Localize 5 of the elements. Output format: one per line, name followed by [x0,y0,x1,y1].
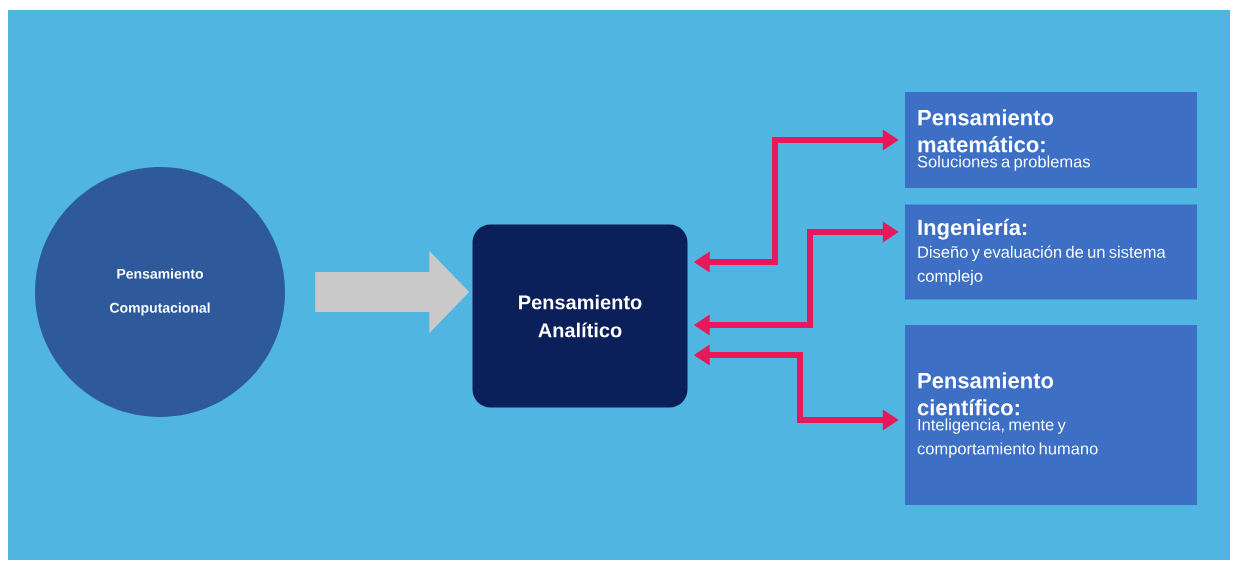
circle-node: Pensamiento Computacional [35,167,285,417]
text-panel: Ingeniería: Diseño y evaluación de un sistema complejo [905,204,1197,300]
text-panel: Pensamiento científico: Inteligencia, mente y comportamiento humano [905,325,1197,505]
text-panel: Pensamiento matemático: Soluciones a problemas [905,92,1197,188]
process-box: Pensamiento Analítico [472,224,688,408]
